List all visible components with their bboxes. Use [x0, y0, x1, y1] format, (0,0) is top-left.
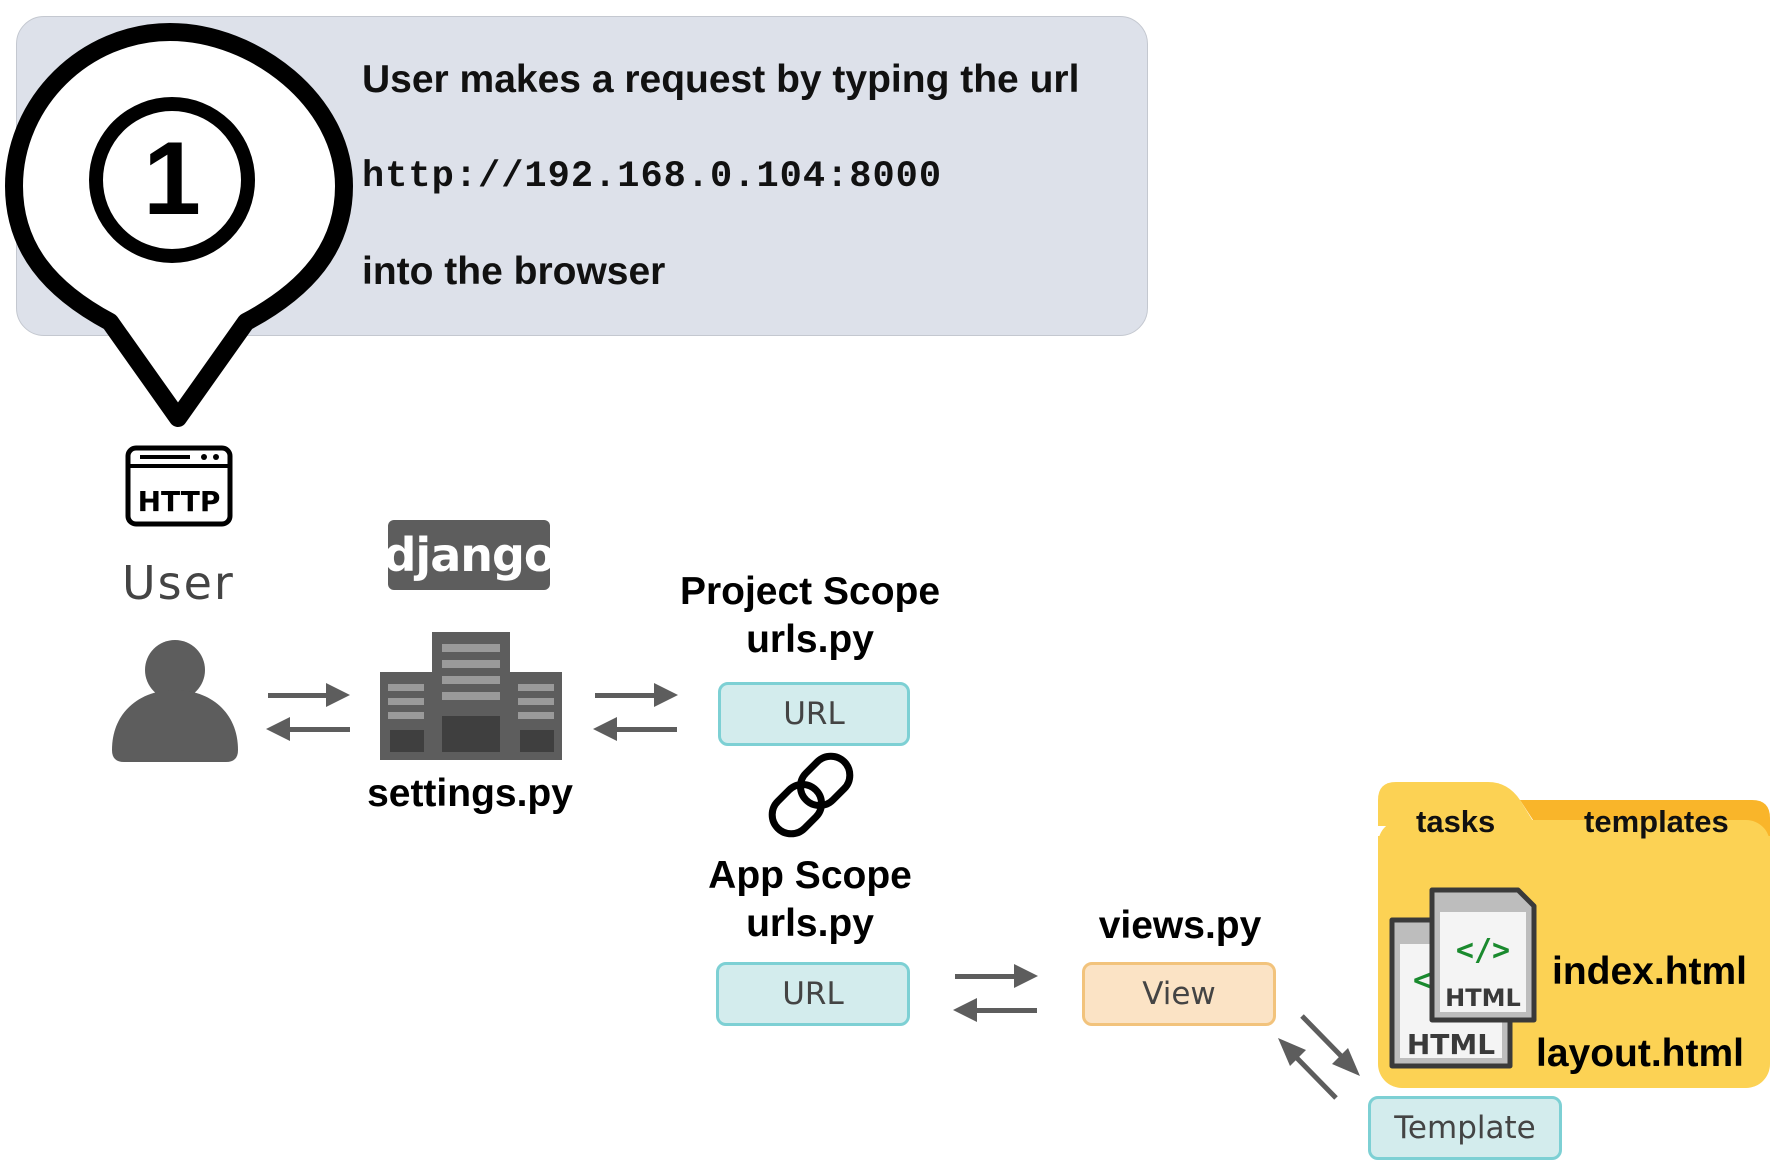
http-label: HTTP [138, 485, 221, 518]
step-number: 1 [143, 121, 201, 237]
view-pill: View [1082, 962, 1276, 1026]
callout-url: http://192.168.0.104:8000 [362, 156, 943, 198]
http-browser-icon: HTTP [125, 445, 233, 527]
folder-tab-templates: templates [1584, 804, 1729, 839]
django-logo: django [384, 520, 556, 590]
bidirectional-arrow-3 [953, 964, 1038, 1022]
server-building-icon [380, 632, 562, 760]
code-glyph: </> [1456, 933, 1510, 968]
user-label: User [122, 556, 235, 610]
settings-label: settings.py [367, 772, 573, 815]
app-scope-title: App Scope [708, 854, 912, 897]
chain-link-icon [768, 752, 854, 838]
bidirectional-arrow-1 [266, 683, 350, 741]
callout-line1: User makes a request by typing the url [362, 58, 1080, 101]
layout-html-label: layout.html [1536, 1032, 1745, 1075]
callout-line3: into the browser [362, 250, 666, 293]
diagonal-arrow-up [1278, 1038, 1338, 1100]
user-icon [112, 640, 238, 762]
html-badge-front: HTML [1445, 984, 1521, 1012]
template-pill: Template [1368, 1096, 1562, 1160]
html-badge-back: HTML [1407, 1028, 1495, 1061]
project-url-pill: URL [718, 682, 910, 746]
project-scope-file: urls.py [746, 618, 874, 661]
svg-text:<: < [1413, 963, 1431, 998]
app-url-pill: URL [716, 962, 910, 1026]
app-scope-file: urls.py [746, 902, 874, 945]
step-pin-icon: 1 [5, 23, 353, 427]
views-file-label: views.py [1098, 904, 1262, 947]
html-file-front-icon: </> HTML [1429, 887, 1537, 1023]
bidirectional-arrow-2 [593, 683, 678, 741]
diagonal-arrow-down [1300, 1014, 1360, 1076]
folder-tab-tasks: tasks [1416, 804, 1496, 839]
project-scope-title: Project Scope [679, 570, 941, 613]
index-html-label: index.html [1552, 950, 1748, 993]
